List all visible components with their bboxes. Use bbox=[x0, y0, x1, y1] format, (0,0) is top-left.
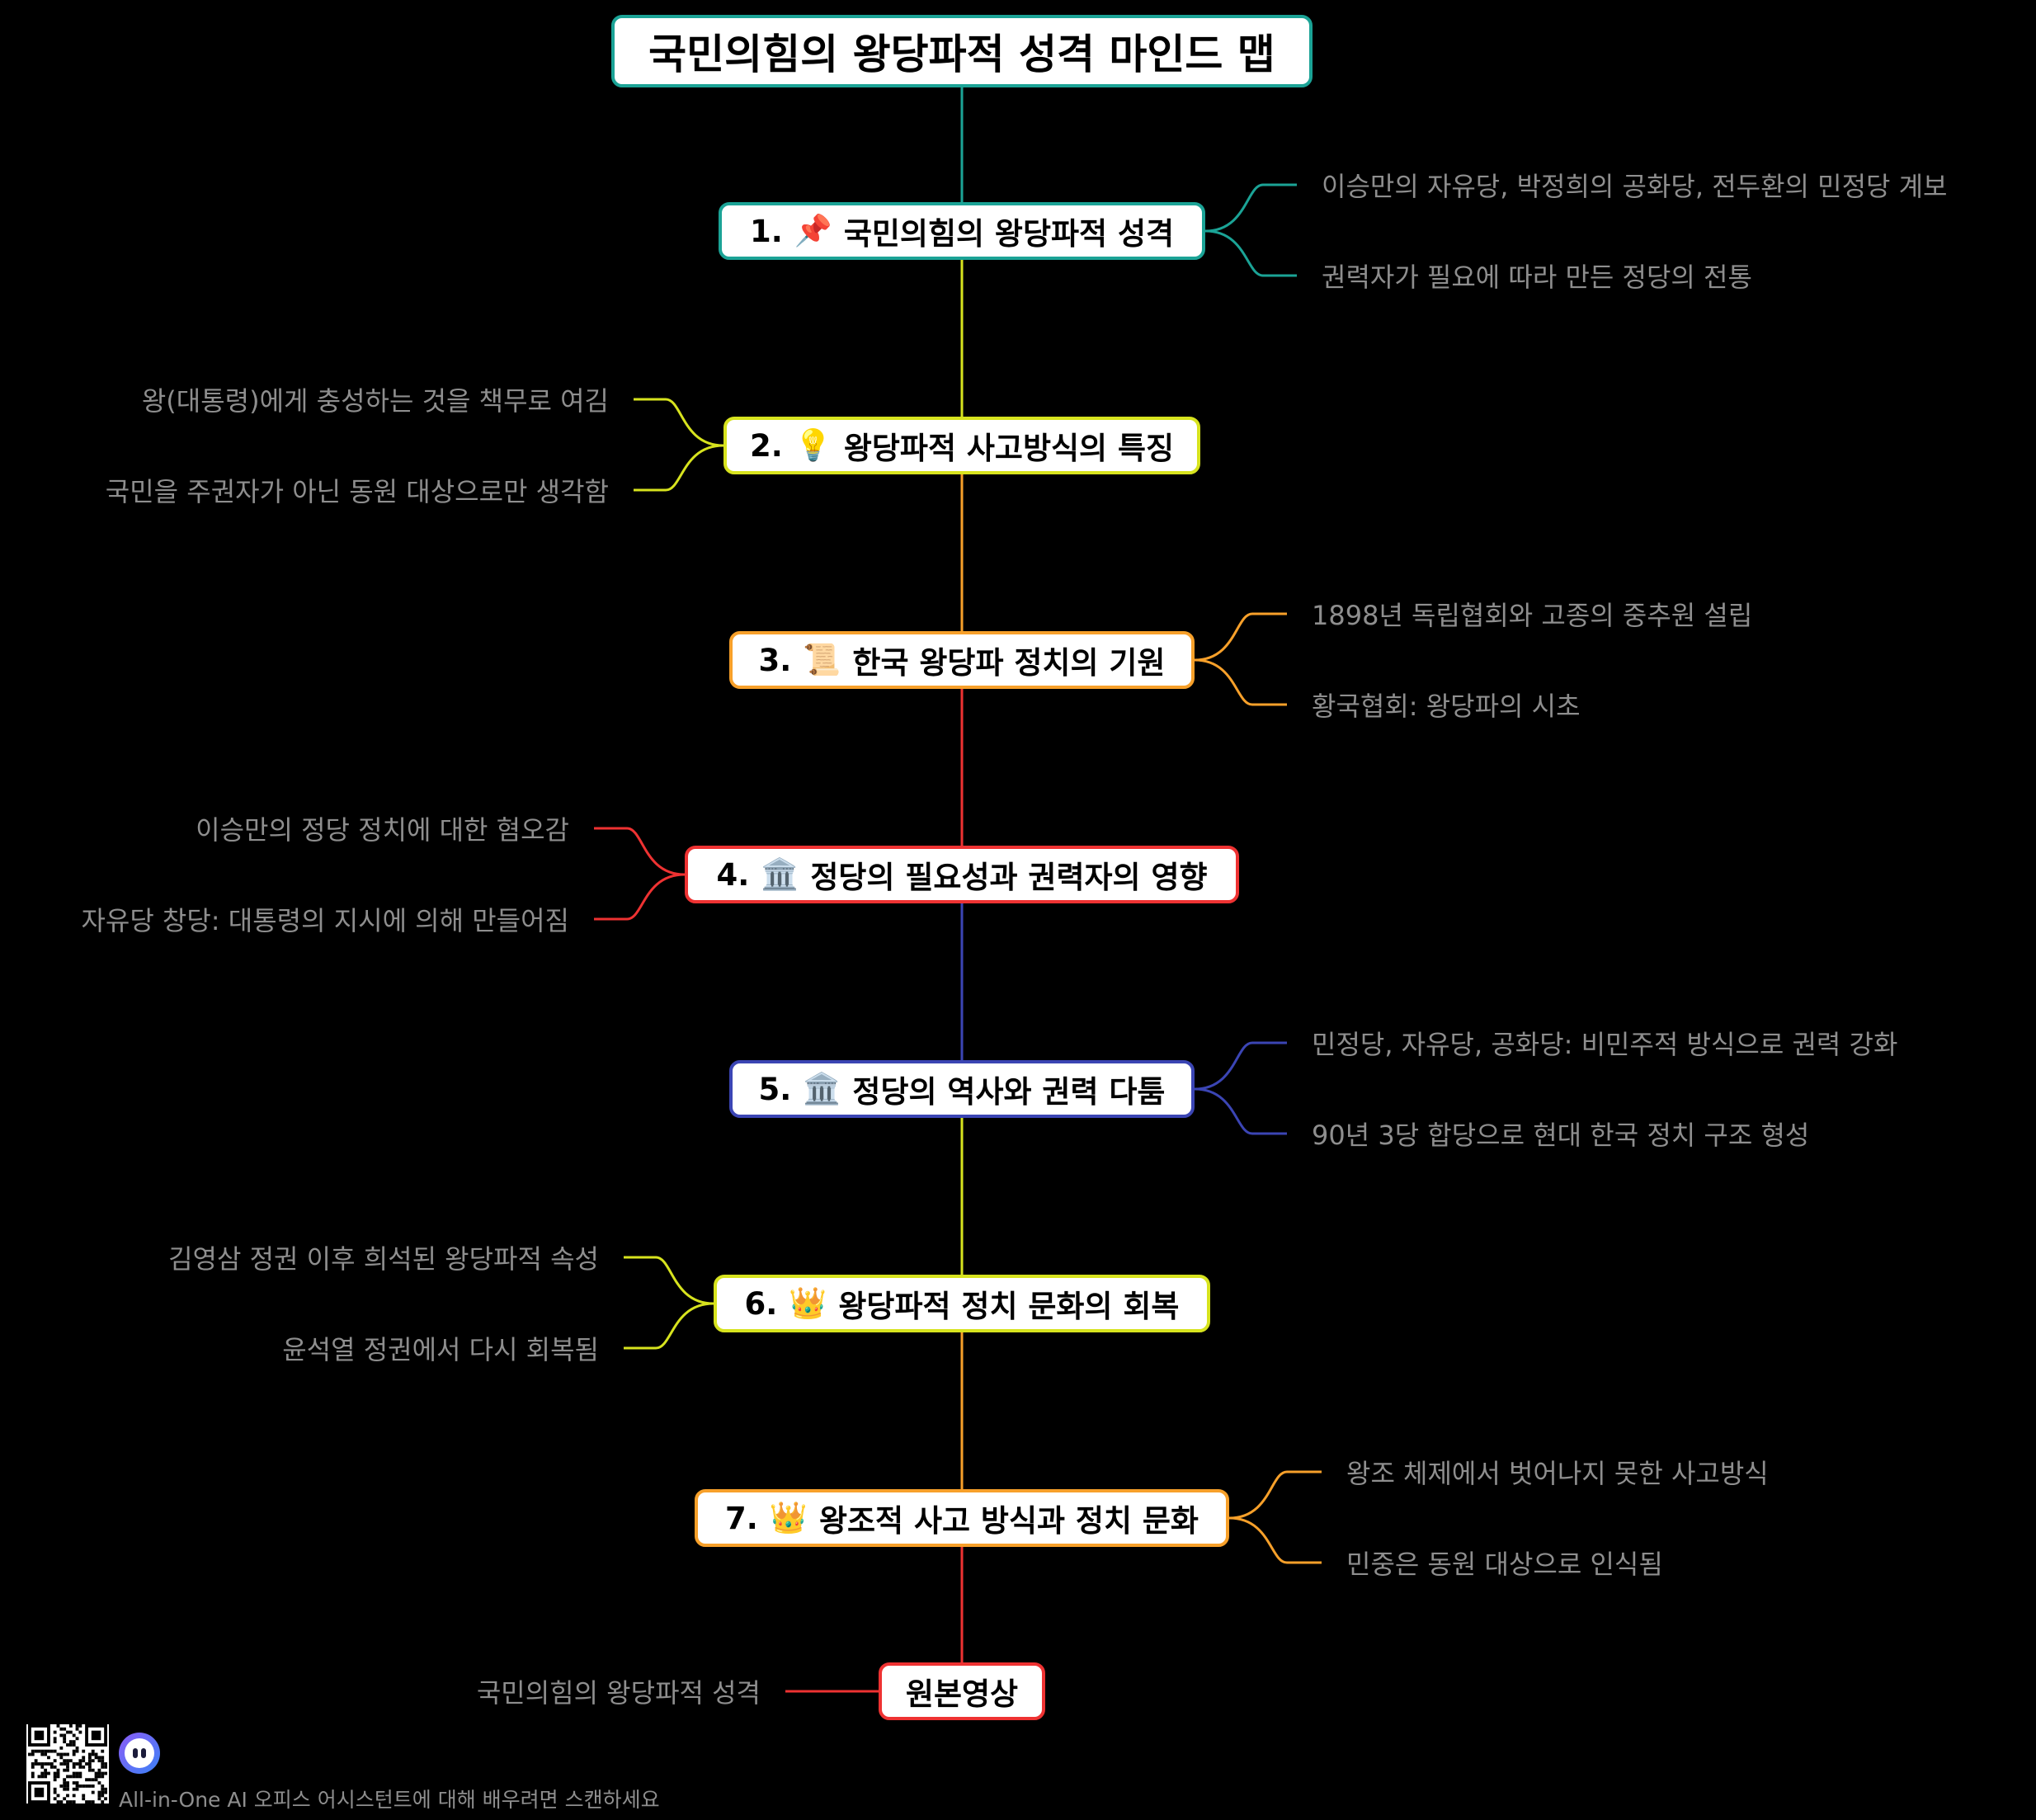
leaf-text: 윤석열 정권에서 다시 회복됨 bbox=[282, 1334, 599, 1365]
branch-label: 정당의 역사와 권력 다툼 bbox=[852, 1074, 1166, 1110]
branch-label: 한국 왕당파 정치의 기원 bbox=[852, 645, 1166, 681]
branch-emoji-icon: 🏛️ bbox=[803, 1071, 841, 1106]
mindmap-title-text: 국민의힘의 왕당파적 성격 마인드 맵 bbox=[648, 31, 1275, 78]
leaf-connector bbox=[1228, 1470, 1322, 1520]
leaf-text: 왕조 체제에서 벗어나지 못한 사고방식 bbox=[1346, 1458, 1769, 1489]
branch-emoji-icon: 👑 bbox=[769, 1500, 808, 1535]
leaf-text: 민중은 동원 대상으로 인식됨 bbox=[1346, 1549, 1663, 1580]
leaf-connector bbox=[634, 398, 724, 447]
branch-label: 왕조적 사고 방식과 정치 문화 bbox=[818, 1503, 1199, 1539]
footer-scan-text: All-in-One AI 오피스 어시스턴트에 대해 배우려면 스캔하세요 bbox=[119, 1788, 660, 1812]
leaf-text: 자유당 창당: 대통령의 지시에 의해 만들어짐 bbox=[81, 905, 569, 936]
branch-label: 왕당파적 사고방식의 특징 bbox=[843, 431, 1175, 466]
branch-number: 2. bbox=[749, 427, 783, 464]
leaf-text: 김영삼 정권 이후 희석된 왕당파적 속성 bbox=[168, 1243, 599, 1275]
branch-emoji-icon: 📌 bbox=[794, 213, 832, 248]
branch-node-4[interactable]: 4. 🏛️ 정당의 필요성과 권력자의 영향 bbox=[685, 846, 1239, 903]
branch-node-2[interactable]: 2. 💡 왕당파적 사고방식의 특징 bbox=[723, 417, 1200, 474]
branch-emoji-icon: 💡 bbox=[794, 427, 832, 463]
branch-emoji-icon: 📜 bbox=[803, 642, 841, 677]
branch-number: 5. bbox=[758, 1071, 792, 1107]
branch-number: 6. bbox=[744, 1285, 778, 1322]
leaf-connector bbox=[1194, 612, 1287, 662]
leaf-connector bbox=[1204, 183, 1297, 233]
leaf-text: 90년 3당 합당으로 현대 한국 정치 구조 형성 bbox=[1312, 1120, 1810, 1151]
branch-label: 정당의 필요성과 권력자의 영향 bbox=[810, 860, 1208, 895]
leaf-connector bbox=[1194, 658, 1287, 706]
branch-node-7[interactable]: 7. 👑 왕조적 사고 방식과 정치 문화 bbox=[695, 1489, 1229, 1547]
branch-node-1[interactable]: 1. 📌 국민의힘의 왕당파적 성격 bbox=[719, 202, 1205, 260]
footer: All-in-One AI 오피스 어시스턴트에 대해 배우려면 스캔하세요 bbox=[26, 1724, 934, 1815]
branch-number: 1. bbox=[749, 213, 783, 249]
branch-label: 원본영상 bbox=[905, 1676, 1019, 1712]
leaf-connector bbox=[624, 1302, 714, 1350]
leaf-connector bbox=[1228, 1516, 1322, 1564]
leaf-connector bbox=[634, 444, 724, 492]
branch-label: 국민의힘의 왕당파적 성격 bbox=[843, 216, 1175, 252]
leaf-text: 국민의힘의 왕당파적 성격 bbox=[476, 1677, 761, 1709]
leaf-connector bbox=[594, 827, 686, 876]
qr-code-icon[interactable] bbox=[26, 1724, 109, 1803]
branch-node-3[interactable]: 3. 📜 한국 왕당파 정치의 기원 bbox=[729, 631, 1195, 689]
branch-emoji-icon: 🏛️ bbox=[761, 856, 799, 892]
leaf-connector bbox=[1194, 1087, 1287, 1135]
leaf-text: 1898년 독립협회와 고종의 중추원 설립 bbox=[1312, 600, 1753, 631]
branch-number: 4. bbox=[716, 856, 750, 893]
branch-emoji-icon: 👑 bbox=[789, 1285, 827, 1321]
leaf-text: 이승만의 정당 정치에 대한 혐오감 bbox=[196, 814, 569, 846]
branch-number: 3. bbox=[758, 642, 792, 678]
leaf-text: 권력자가 필요에 따라 만든 정당의 전통 bbox=[1322, 262, 1752, 293]
leaf-text: 왕(대통령)에게 충성하는 것을 책무로 여김 bbox=[141, 385, 609, 417]
leaf-connector bbox=[1204, 229, 1297, 277]
leaf-connector bbox=[624, 1256, 714, 1305]
branch-number: 7. bbox=[725, 1500, 758, 1536]
branch-node-8[interactable]: 원본영상 bbox=[879, 1662, 1045, 1720]
leaf-text: 황국협회: 왕당파의 시초 bbox=[1312, 691, 1581, 722]
assistant-logo-icon bbox=[119, 1733, 160, 1774]
branch-node-5[interactable]: 5. 🏛️ 정당의 역사와 권력 다툼 bbox=[729, 1060, 1195, 1118]
branch-node-6[interactable]: 6. 👑 왕당파적 정치 문화의 회복 bbox=[714, 1275, 1210, 1332]
branch-label: 왕당파적 정치 문화의 회복 bbox=[838, 1289, 1180, 1324]
mindmap-title: 국민의힘의 왕당파적 성격 마인드 맵 bbox=[611, 15, 1313, 87]
leaf-text: 국민을 주권자가 아닌 동원 대상으로만 생각함 bbox=[105, 476, 609, 507]
leaf-connector bbox=[1194, 1041, 1287, 1091]
leaf-text: 민정당, 자유당, 공화당: 비민주적 방식으로 권력 강화 bbox=[1312, 1029, 1898, 1060]
leaf-text: 이승만의 자유당, 박정희의 공화당, 전두환의 민정당 계보 bbox=[1322, 171, 1948, 202]
leaf-connector bbox=[594, 873, 686, 921]
